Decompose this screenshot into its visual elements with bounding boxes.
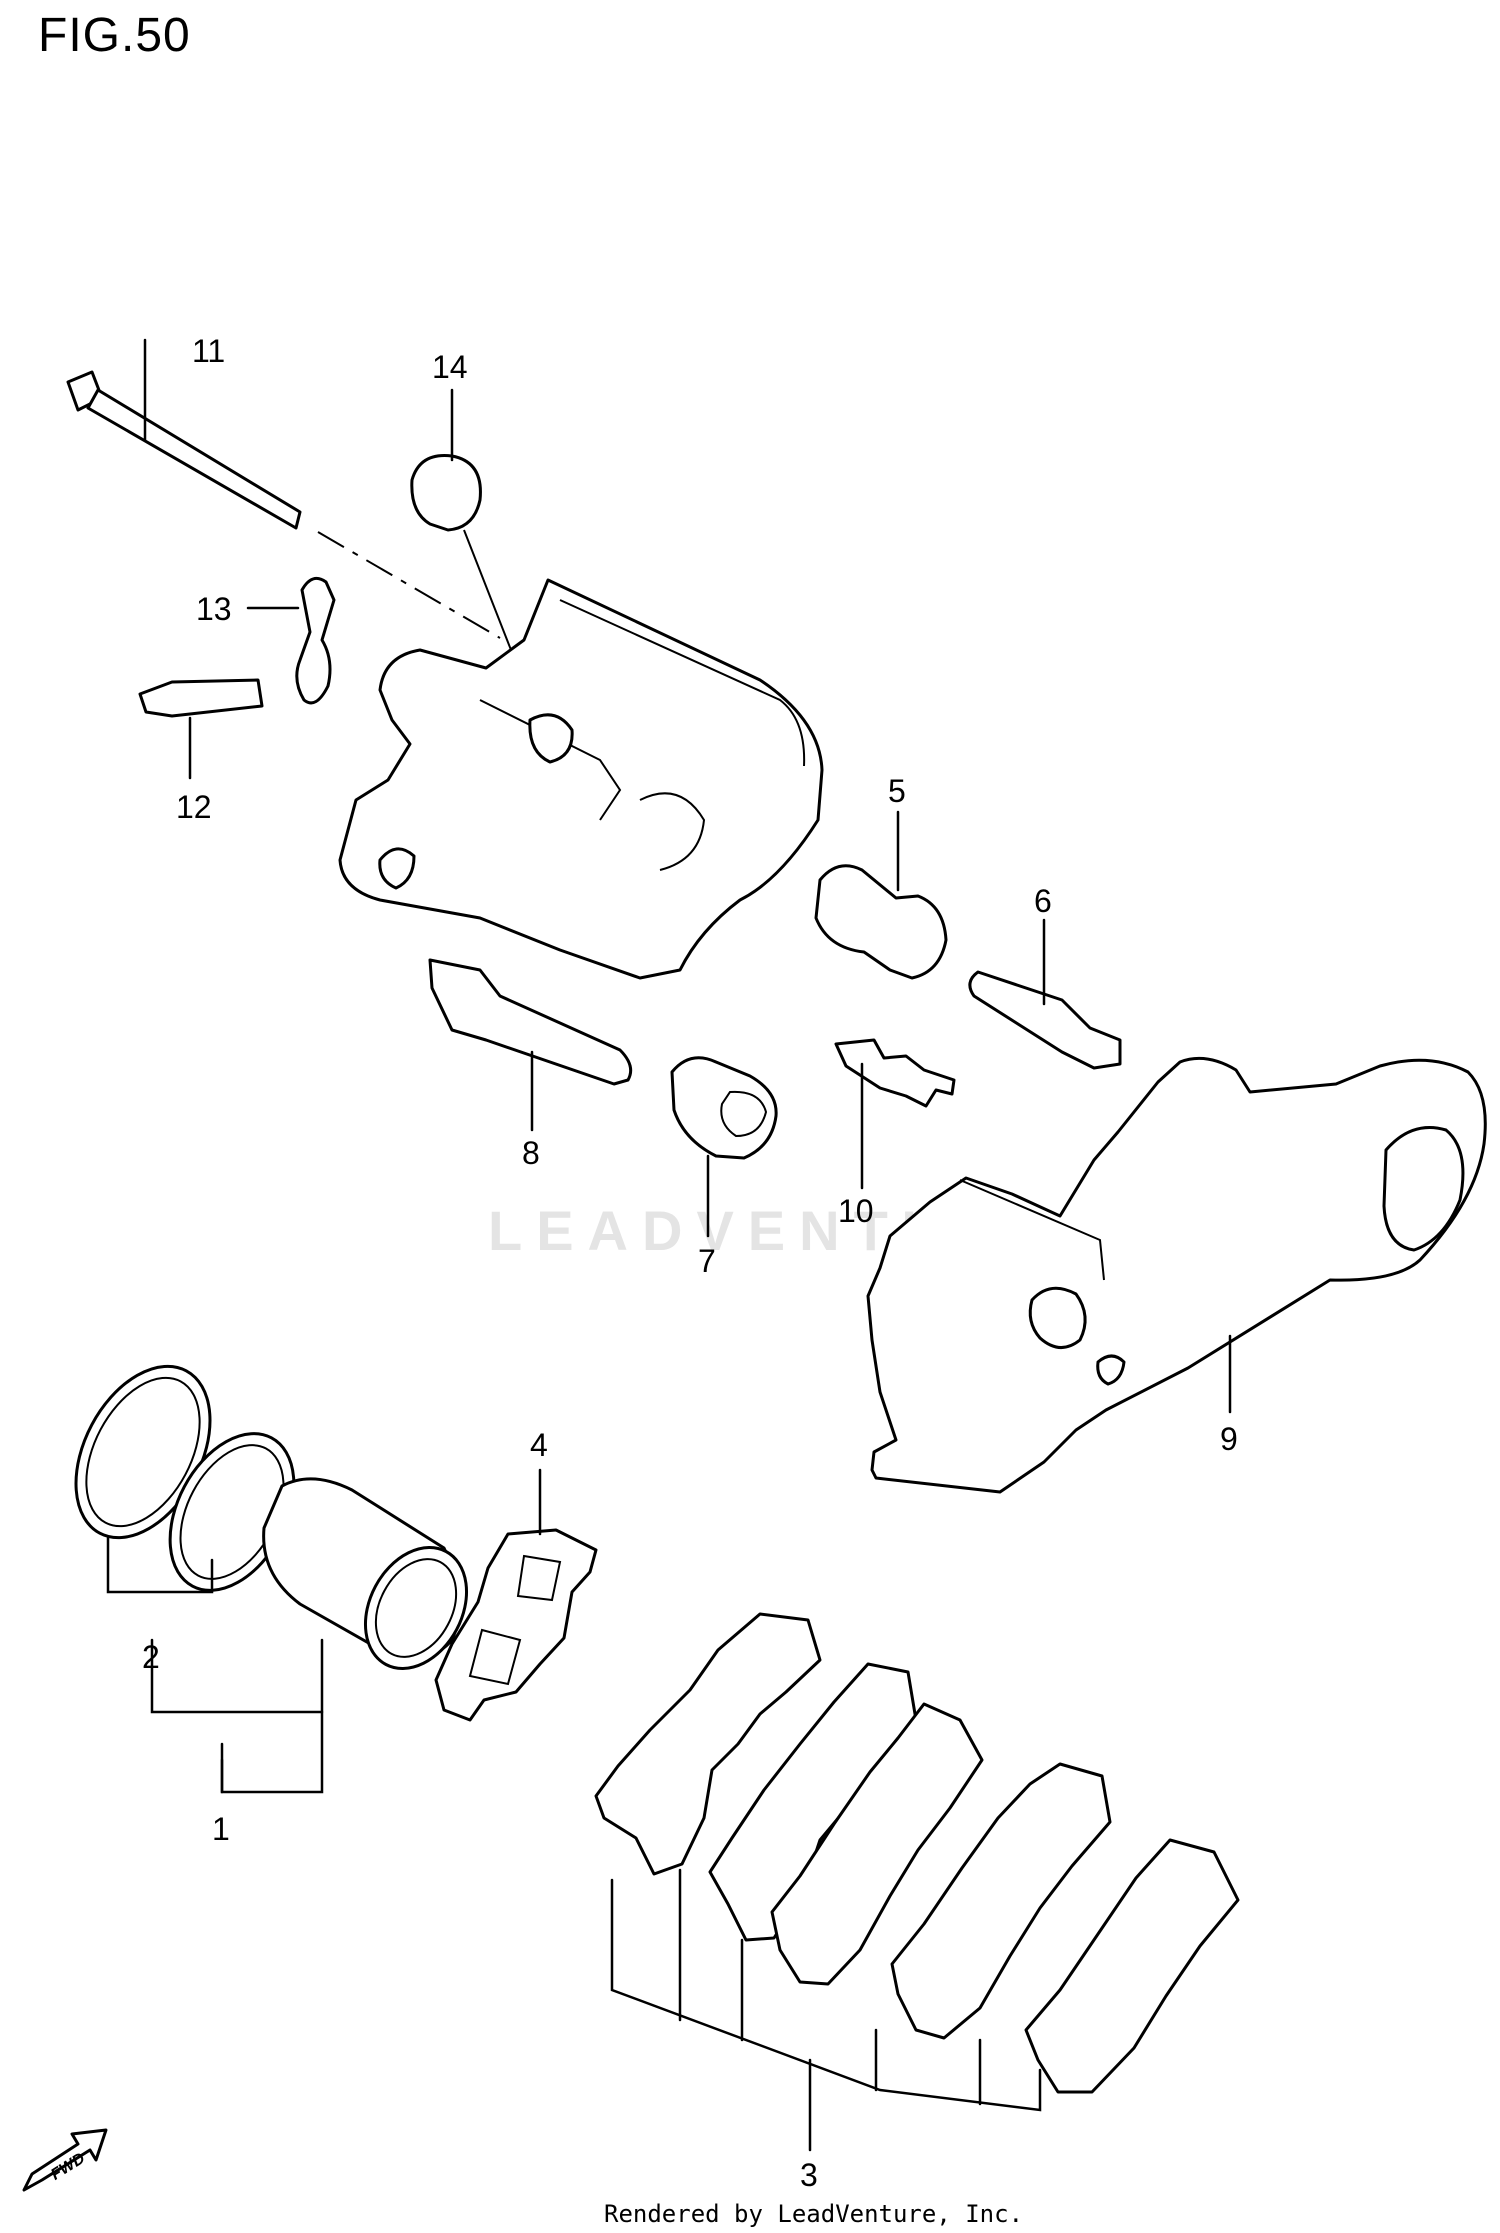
part-3-brake-pads[interactable]	[594, 1612, 1240, 2152]
figure-title: FIG.50	[38, 9, 191, 62]
footer-credit: Rendered by LeadVenture, Inc.	[604, 2200, 1024, 2228]
callout-9: 9	[1220, 1421, 1238, 1457]
callout-1: 1	[212, 1811, 230, 1847]
callout-11: 11	[192, 333, 225, 369]
part-10-spring[interactable]	[834, 1038, 956, 1190]
fwd-indicator: FWD	[20, 2120, 110, 2200]
callout-13: 13	[196, 591, 232, 627]
callout-3: 3	[800, 2157, 818, 2193]
part-12-bleeder-valve[interactable]	[138, 678, 264, 780]
callout-7: 7	[698, 1243, 716, 1279]
callout-2: 2	[142, 1639, 160, 1675]
part-11-slide-pin[interactable]	[66, 338, 302, 530]
part-14-cap[interactable]	[410, 388, 541, 725]
callout-4: 4	[530, 1427, 548, 1463]
part-8-slide-pin[interactable]	[428, 958, 633, 1132]
callout-5: 5	[888, 773, 906, 809]
callout-14: 14	[432, 349, 468, 385]
caliper-body[interactable]	[338, 578, 824, 980]
part-6-bolt[interactable]	[968, 918, 1122, 1070]
part-2-seals[interactable]	[49, 1344, 324, 1714]
assembly-line-11	[317, 531, 501, 639]
part-4-shim[interactable]	[434, 1468, 598, 1722]
part-9-caliper-bracket[interactable]	[866, 1056, 1487, 1494]
callout-12: 12	[176, 789, 212, 825]
callout-10: 10	[838, 1193, 874, 1229]
part-13-bleeder-cap[interactable]	[246, 576, 336, 705]
part-5-sleeve[interactable]	[814, 810, 948, 980]
callout-8: 8	[522, 1135, 540, 1171]
callout-6: 6	[1034, 883, 1052, 919]
part-1-piston[interactable]	[220, 1477, 487, 1794]
part-7-boot[interactable]	[670, 1056, 778, 1238]
forward-arrow-icon: FWD	[22, 2128, 108, 2192]
